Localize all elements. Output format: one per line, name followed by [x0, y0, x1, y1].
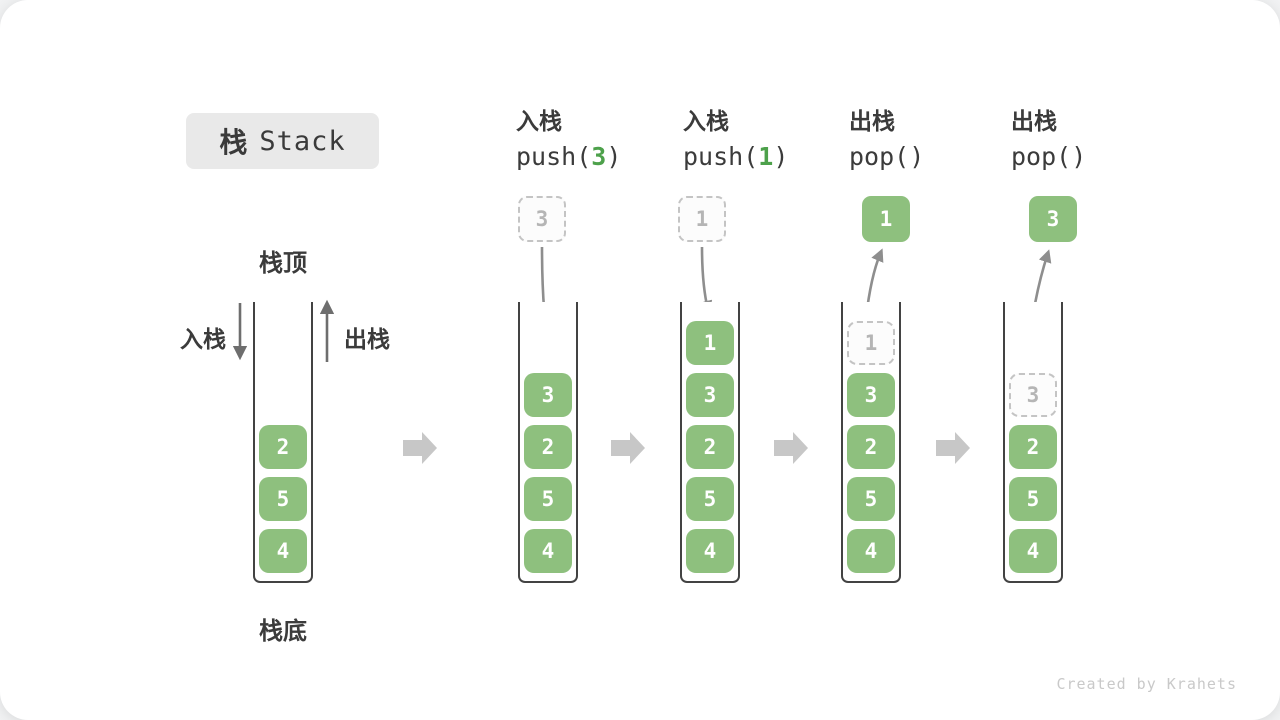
stack-element-ghost: 3: [1009, 373, 1057, 417]
flow-arrow-icon: [403, 432, 437, 464]
flow-arrow-icon: [611, 432, 645, 464]
stack-element: 2: [524, 425, 572, 469]
stack-element: 4: [1009, 529, 1057, 573]
stack-element: 3: [847, 373, 895, 417]
operation-code: push(1): [683, 142, 788, 172]
floating-value-dashed: 1: [678, 196, 726, 242]
floating-value-popped: 3: [1029, 196, 1077, 242]
operation-action: 入栈: [683, 108, 729, 134]
title-zh: 栈: [219, 127, 248, 158]
stack-element: 2: [259, 425, 307, 469]
push-motion-arrow-icon: [699, 246, 713, 314]
stack-element: 3: [686, 373, 734, 417]
stack-element: 4: [259, 529, 307, 573]
stack-element: 4: [686, 529, 734, 573]
stack-element: 5: [259, 477, 307, 521]
code-arg: 1: [758, 142, 774, 171]
stack-element: 4: [524, 529, 572, 573]
code-open: push(: [683, 142, 759, 171]
flow-arrow-icon: [774, 432, 808, 464]
operation-code: push(3): [516, 142, 621, 172]
stack-state-2: 3 2 5 4: [518, 302, 578, 583]
stack-element: 5: [847, 477, 895, 521]
flow-arrow-icon: [936, 432, 970, 464]
watermark: Created by Krahets: [1056, 675, 1237, 693]
push-side-label: 入栈: [180, 326, 226, 352]
operation-label-push-3: 入栈 push(3): [516, 107, 621, 172]
pop-side-label: 出栈: [344, 326, 390, 352]
stack-element: 5: [1009, 477, 1057, 521]
stack-element-ghost: 1: [847, 321, 895, 365]
code-open: push(: [516, 142, 592, 171]
stack-element: 3: [524, 373, 572, 417]
code-close: ): [1071, 142, 1087, 171]
stack-state-5: 3 2 5 4: [1003, 302, 1063, 583]
stack-state-1: 2 5 4: [253, 302, 313, 583]
stack-element: 5: [686, 477, 734, 521]
stack-element: 4: [847, 529, 895, 573]
operation-label-pop-1: 出栈 pop(): [849, 107, 924, 172]
stack-element: 2: [1009, 425, 1057, 469]
code-close: ): [909, 142, 925, 171]
code-arg: 3: [591, 142, 607, 171]
operation-action: 出栈: [849, 108, 895, 134]
floating-value-dashed: 3: [518, 196, 566, 242]
stack-top-label: 栈顶: [259, 250, 307, 277]
stack-state-4: 1 3 2 5 4: [841, 302, 901, 583]
stack-state-3: 1 3 2 5 4: [680, 302, 740, 583]
code-close: ): [606, 142, 622, 171]
title-en: Stack: [259, 125, 346, 157]
stack-element: 2: [686, 425, 734, 469]
operation-code: pop(): [849, 142, 924, 172]
operation-code: pop(): [1011, 142, 1086, 172]
stack-bottom-label: 栈底: [259, 618, 307, 645]
floating-value-popped: 1: [862, 196, 910, 242]
code-close: ): [773, 142, 789, 171]
code-open: pop(: [1011, 142, 1072, 171]
operation-label-push-1: 入栈 push(1): [683, 107, 788, 172]
operation-action: 入栈: [516, 108, 562, 134]
operation-action: 出栈: [1011, 108, 1057, 134]
stack-element: 2: [847, 425, 895, 469]
diagram-title: 栈 Stack: [186, 113, 379, 169]
code-open: pop(: [849, 142, 910, 171]
stack-element: 1: [686, 321, 734, 365]
operation-label-pop-2: 出栈 pop(): [1011, 107, 1086, 172]
stack-element: 5: [524, 477, 572, 521]
